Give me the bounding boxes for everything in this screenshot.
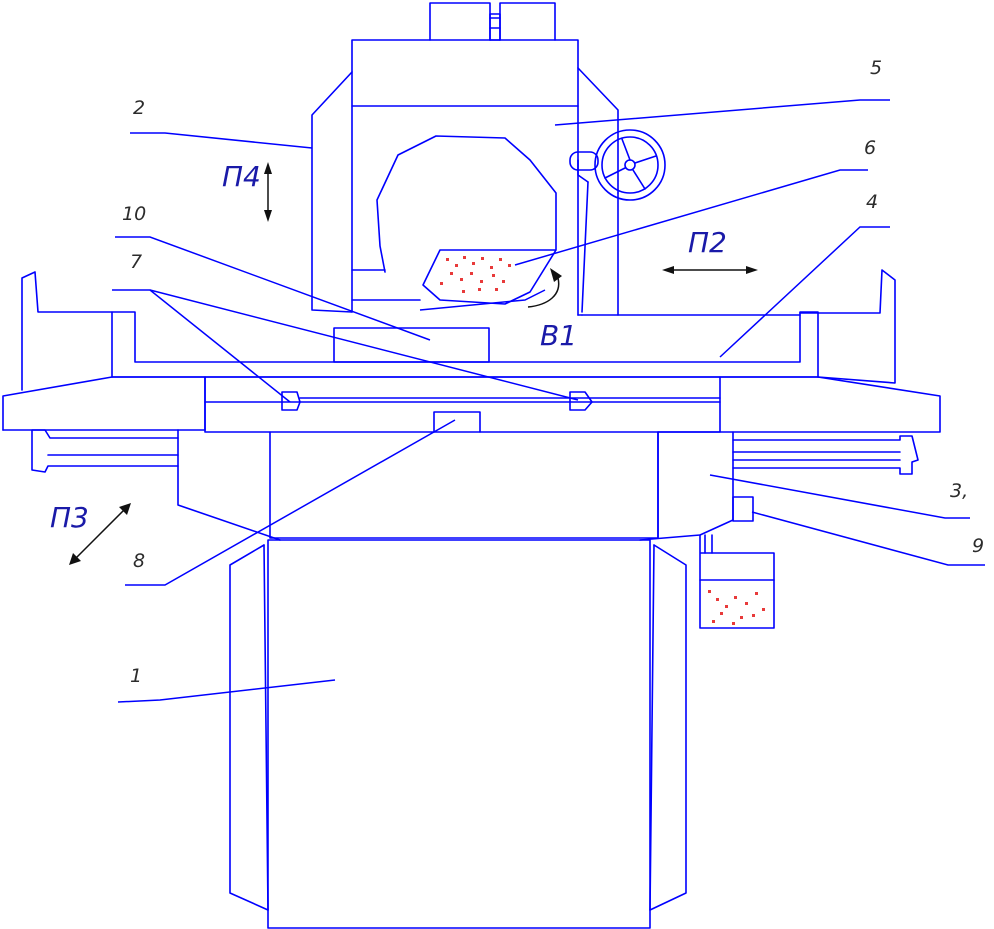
motion-p4-label: П4 bbox=[222, 160, 261, 193]
callout-5: 5 bbox=[870, 57, 882, 79]
p2-double-arrow-icon bbox=[662, 266, 758, 274]
machine-base bbox=[229, 539, 687, 929]
callout-4: 4 bbox=[866, 191, 878, 213]
callout-labels: 1 2 3, 4 5 6 7 8 9 10 bbox=[122, 57, 984, 687]
handwheel bbox=[569, 129, 666, 201]
p3-double-arrow-icon bbox=[69, 503, 131, 565]
b1-rotation-arrow-icon bbox=[527, 268, 562, 308]
worktable bbox=[2, 269, 941, 433]
leader-lines bbox=[112, 99, 985, 703]
callout-10: 10 bbox=[122, 203, 146, 225]
p4-double-arrow-icon bbox=[264, 162, 272, 222]
callout-8: 8 bbox=[133, 550, 145, 572]
abrasive-dots bbox=[440, 256, 511, 293]
callout-9: 9 bbox=[972, 535, 984, 557]
motion-labels: П2 П3 П4 В1 bbox=[50, 160, 727, 534]
callout-2: 2 bbox=[133, 97, 145, 119]
callout-6: 6 bbox=[864, 137, 876, 159]
motion-p2-label: П2 bbox=[688, 226, 727, 259]
callout-3: 3, bbox=[950, 480, 968, 502]
motion-p3-label: П3 bbox=[50, 501, 89, 534]
callout-1: 1 bbox=[130, 665, 142, 687]
motion-arrows bbox=[69, 162, 758, 565]
saddle bbox=[31, 429, 919, 541]
tank-dots bbox=[708, 590, 765, 625]
coolant-tank bbox=[699, 534, 775, 629]
motion-b1-label: В1 bbox=[540, 319, 577, 352]
callout-7: 7 bbox=[130, 251, 142, 273]
wheelhead-column bbox=[311, 2, 801, 316]
